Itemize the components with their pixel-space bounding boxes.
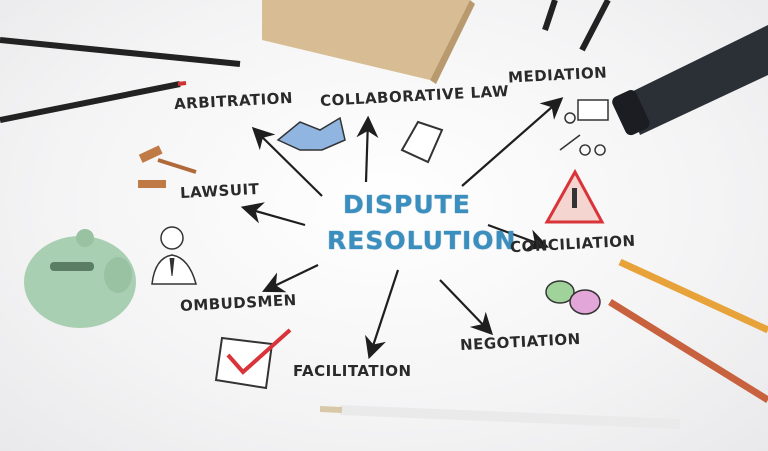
presentation-icon	[559, 99, 609, 156]
book-object	[262, 0, 475, 84]
label-facilitation: FACILITATION	[293, 362, 412, 380]
gavel-icon	[138, 145, 197, 188]
center-title-line1: DISPUTE	[343, 190, 471, 219]
handshake-icon	[276, 116, 346, 151]
person-icon	[151, 226, 197, 285]
colored-pencils	[608, 258, 768, 403]
piggy-bank	[24, 229, 136, 328]
marker-object	[612, 25, 768, 136]
book-icon	[400, 120, 444, 164]
white-pencil	[319, 405, 681, 429]
checkbox-icon	[214, 328, 292, 390]
center-title-line2: RESOLUTION	[327, 226, 517, 255]
black-pencils	[0, 0, 611, 123]
arrows	[240, 97, 564, 360]
warning-icon	[544, 168, 605, 224]
speech-bubbles-icon	[545, 280, 601, 315]
